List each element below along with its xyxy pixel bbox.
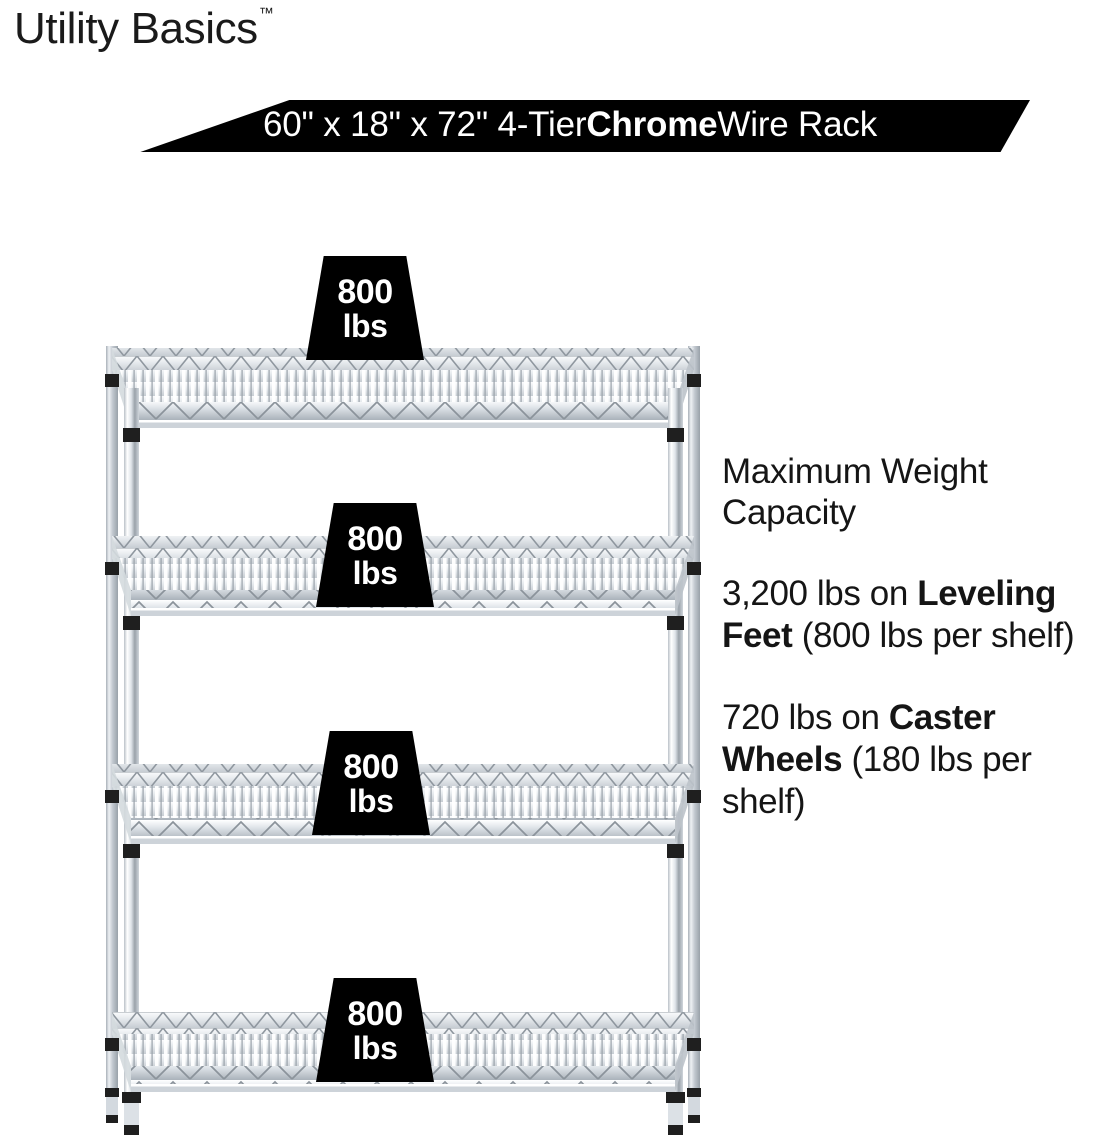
weight-unit: lbs [348,782,394,819]
weight-label: 800 lbs [316,978,434,1082]
rear-posts [106,346,700,1090]
capacity-heading: Maximum Weight Capacity [722,452,988,532]
capacity-info-panel: Maximum Weight Capacity 3,200 lbs on Lev… [722,452,1118,823]
trapezoid-shape [316,978,434,1082]
banner-text-before: 60" x 18" x 72" 4-Tier [262,105,587,144]
leveling-feet [105,1088,701,1135]
trapezoid-shape [312,731,430,835]
trademark-symbol: ™ [258,5,274,23]
shelf-weight-tag: 800 lbs [316,503,434,607]
wire-rack-illustration [20,340,720,1138]
weight-value: 800 [343,747,399,786]
banner-text: 60" x 18" x 72" 4-Tier Chrome Wire Rack [110,100,1030,152]
weight-unit: lbs [342,307,388,344]
post-collars-tier-1 [105,374,701,442]
trapezoid-shape [316,503,434,607]
weight-value: 800 [337,272,393,311]
banner-text-bold: Chrome [586,105,718,144]
post-collars-tier-4 [105,1038,701,1051]
weight-value: 800 [347,519,403,558]
shelf-weight-tag: 800 lbs [312,731,430,835]
capacity-text-before: 3,200 lbs on [722,574,918,614]
capacity-text-bold: Caster Wheels [722,698,996,780]
weight-label: 800 lbs [306,256,424,360]
weight-label: 800 lbs [316,503,434,607]
capacity-item-leveling-feet: 3,200 lbs on Leveling Feet (800 lbs per … [722,573,1118,657]
weight-unit: lbs [352,554,398,591]
post-collars-tier-2 [105,562,701,630]
capacity-text-before: 720 lbs on [722,698,889,738]
brand-wordmark: Utility Basics™ [14,4,274,54]
trapezoid-shape [306,256,424,360]
post-collars-tier-3 [105,790,701,858]
shelf-weight-tag: 800 lbs [306,256,424,360]
capacity-text-bold: Leveling Feet [722,574,1057,656]
product-title-banner: 60" x 18" x 72" 4-Tier Chrome Wire Rack [110,100,1030,152]
banner-text-after: Wire Rack [717,105,878,144]
weight-unit: lbs [352,1029,398,1066]
brand-name: Utility Basics [14,4,258,53]
weight-value: 800 [347,994,403,1033]
capacity-text-after: (180 lbs per shelf) [722,740,1032,822]
shelf-weight-tag: 800 lbs [316,978,434,1082]
capacity-item-caster-wheels: 720 lbs on Caster Wheels (180 lbs per sh… [722,697,1118,823]
banner-shape [140,100,1030,152]
capacity-text-after: (800 lbs per shelf) [792,616,1075,656]
shelf-tier-1 [112,348,694,428]
weight-label: 800 lbs [312,731,430,835]
